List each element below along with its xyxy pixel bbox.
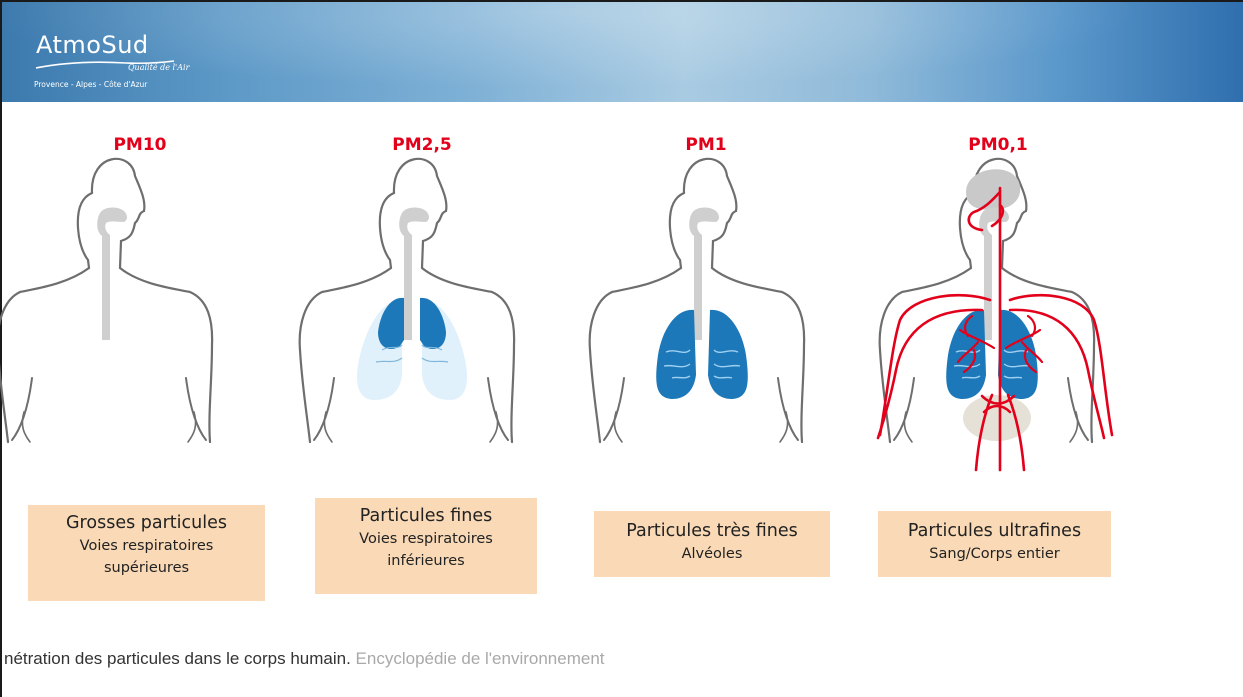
pm2-5-label: PM2,5 bbox=[322, 135, 522, 155]
box-title: Particules ultrafines bbox=[878, 519, 1111, 543]
box-line-1: Voies respiratoires bbox=[315, 528, 537, 550]
box-title: Particules très fines bbox=[594, 519, 830, 543]
box-line-2: supérieures bbox=[28, 557, 265, 579]
figure-caption: nétration des particules dans le corps h… bbox=[4, 649, 605, 669]
pm1-label: PM1 bbox=[606, 135, 806, 155]
body-figure-pm10 bbox=[0, 159, 212, 442]
box-title: Particules fines bbox=[315, 504, 537, 528]
pm10-label: PM10 bbox=[40, 135, 240, 155]
box-title: Grosses particules bbox=[28, 511, 265, 535]
description-box-pm10: Grosses particules Voies respiratoires s… bbox=[28, 505, 265, 601]
description-box-pm1: Particules très fines Alvéoles bbox=[594, 511, 830, 577]
caption-source: Encyclopédie de l'environnement bbox=[356, 649, 605, 668]
box-line-1: Voies respiratoires bbox=[28, 535, 265, 557]
caption-text: nétration des particules dans le corps h… bbox=[4, 649, 351, 668]
description-box-pm0-1: Particules ultrafines Sang/Corps entier bbox=[878, 511, 1111, 577]
body-figure-pm0-1 bbox=[878, 159, 1112, 470]
box-line-1: Sang/Corps entier bbox=[878, 543, 1111, 565]
box-line-1: Alvéoles bbox=[594, 543, 830, 565]
box-line-2: inférieures bbox=[315, 550, 537, 572]
body-figure-pm2-5 bbox=[300, 159, 514, 442]
body-figure-pm1 bbox=[590, 159, 804, 442]
description-box-pm2-5: Particules fines Voies respiratoires inf… bbox=[315, 498, 537, 594]
pm0-1-label: PM0,1 bbox=[898, 135, 1098, 155]
